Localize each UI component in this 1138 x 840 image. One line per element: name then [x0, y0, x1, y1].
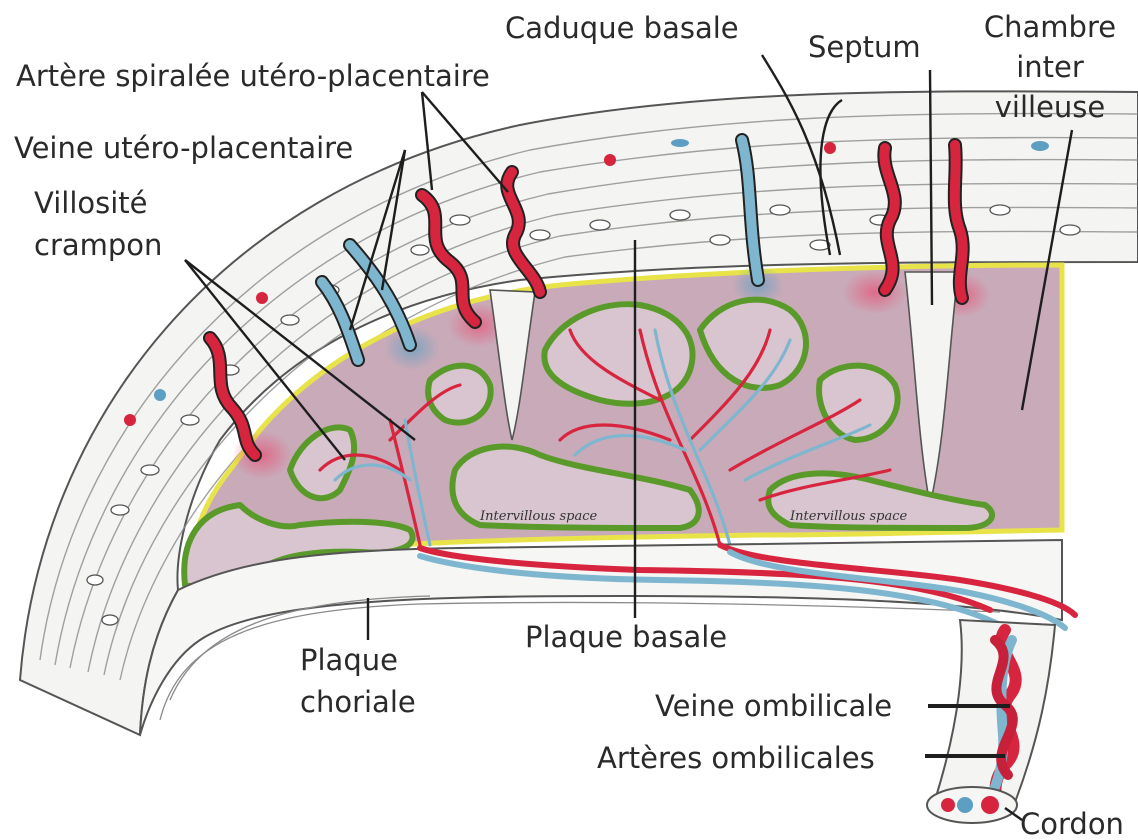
umbilical-cord: [927, 620, 1055, 823]
label-septum: Septum: [808, 30, 921, 64]
label-veine-ombilicale: Veine ombilicale: [655, 689, 892, 723]
intervillous-space-label-right: Intervillous space: [789, 509, 907, 524]
label-villosite-line2: crampon: [34, 228, 162, 262]
label-plaque-choriale-line2: choriale: [300, 685, 416, 719]
label-cordon: Cordon: [1020, 807, 1124, 840]
intervillous-space-label-left: Intervillous space: [479, 509, 597, 524]
label-plaque-basale: Plaque basale: [525, 620, 727, 654]
label-villosite-line1: Villosité: [34, 186, 148, 220]
label-chambre-line1: Chambre: [984, 10, 1116, 44]
label-arteres-ombilicales: Artères ombilicales: [597, 741, 875, 775]
label-artere-spiralee: Artère spiralée utéro-placentaire: [16, 59, 490, 93]
label-caduque-basale: Caduque basale: [505, 11, 739, 45]
label-chambre-line3: villeuse: [995, 90, 1106, 124]
label-plaque-choriale-line1: Plaque: [300, 643, 398, 677]
label-chambre-line2: inter: [1016, 50, 1084, 84]
label-veine-utero: Veine utéro-placentaire: [14, 131, 353, 165]
